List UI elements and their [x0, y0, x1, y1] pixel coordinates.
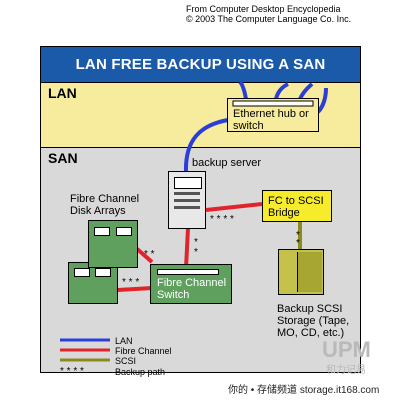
- title-bar: LAN FREE BACKUP USING A SAN: [41, 47, 360, 82]
- backup-path-stars-6: *: [296, 230, 300, 241]
- fc-scsi-bridge-box: FC to SCSI Bridge: [262, 190, 332, 222]
- backup-path-stars-3: *: [194, 247, 198, 258]
- backup-server-icon: [168, 171, 206, 229]
- disk-array-1: [88, 220, 138, 268]
- lan-cable-1: [238, 80, 248, 100]
- lan-hub-to-server: [183, 118, 229, 173]
- backup-server-label: backup server: [192, 157, 262, 169]
- lan-cable-3: [298, 82, 314, 100]
- ethernet-hub-box: Ethernet hub or switch: [227, 98, 319, 132]
- backup-path-stars-1: * * * *: [210, 214, 234, 225]
- hub-label: Ethernet hub or switch: [233, 108, 309, 132]
- backup-path-stars-5: * * *: [122, 277, 139, 288]
- credit-line-1: From Computer Desktop Encyclopedia: [186, 4, 341, 14]
- fc-switch-label: Fibre Channel Switch: [157, 277, 227, 301]
- watermark-logo: UPM: [322, 337, 371, 362]
- hub-ports-icon: [232, 100, 314, 107]
- backup-path-stars-7: *: [296, 238, 300, 249]
- legend-swatch-backup: * * * *: [60, 366, 84, 377]
- lan-zone-label: LAN: [48, 85, 77, 101]
- backup-path-stars-2: *: [194, 237, 198, 248]
- watermark-footer: 你的 • 存储频道 storage.it168.com: [228, 385, 380, 396]
- fc-arrays-to-switch: [134, 246, 154, 264]
- scsi-storage-icon: [278, 249, 324, 295]
- fc-switch-box: Fibre Channel Switch: [150, 264, 232, 304]
- backup-path-stars-4: * *: [144, 249, 155, 260]
- san-zone-label: SAN: [48, 150, 78, 166]
- lan-cable-4: [316, 87, 328, 114]
- legend-fibre-channel: Fibre Channel: [115, 346, 172, 356]
- fc-server-to-switch: [184, 227, 190, 269]
- diagram-title: LAN FREE BACKUP USING A SAN: [75, 56, 326, 73]
- scsi-storage-label: Backup SCSI Storage (Tape, MO, CD, etc.): [277, 303, 350, 339]
- legend-scsi: SCSI: [115, 356, 137, 366]
- legend-swatches: * * * *: [60, 338, 110, 377]
- fc-server-to-bridge: [205, 202, 263, 212]
- legend-lan: LAN: [115, 336, 133, 346]
- watermark-sub: 和力记易: [326, 365, 366, 376]
- bridge-label: FC to SCSI Bridge: [268, 195, 324, 219]
- legend-backup-path: Backup path: [115, 367, 166, 377]
- disk-array-2: [68, 262, 118, 304]
- fc-array2-to-switch: [117, 286, 153, 292]
- disk-arrays-label: Fibre Channel Disk Arrays: [70, 193, 140, 217]
- lan-cable-2: [274, 82, 289, 100]
- credit-line-2: © 2003 The Computer Language Co. Inc.: [186, 14, 352, 24]
